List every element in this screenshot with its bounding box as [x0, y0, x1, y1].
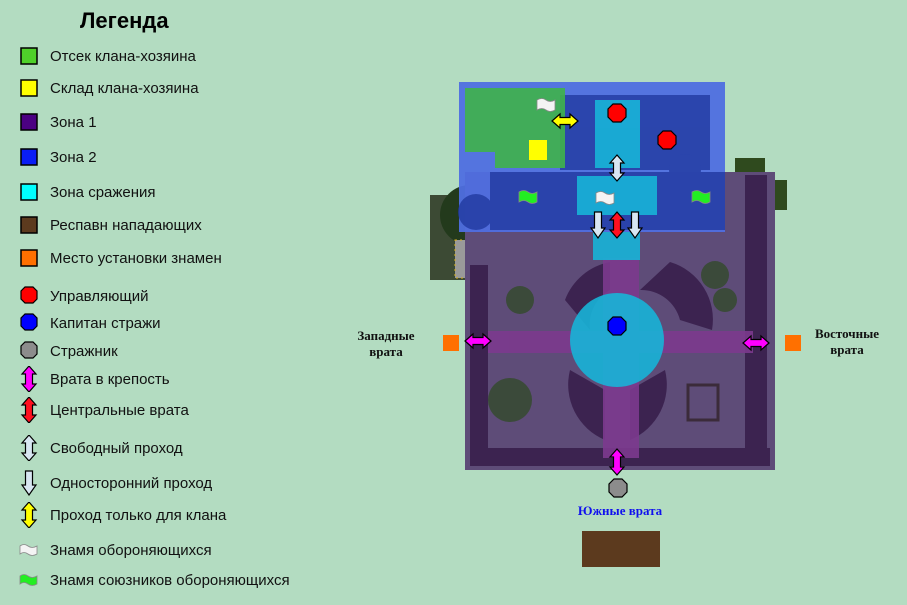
legend-square-icon — [20, 47, 38, 65]
legend-double-arrow-icon — [20, 435, 38, 461]
banner-spot-west — [443, 335, 459, 351]
legend-octagon-icon — [20, 313, 38, 331]
legend-item: Проход только для клана — [18, 502, 227, 528]
east-gate-label: Восточные врата — [814, 326, 880, 357]
legend-flag-icon — [19, 544, 38, 556]
legend-item: Односторонний проход — [18, 470, 213, 496]
guard-captain-icon — [607, 316, 627, 336]
legend-square-icon — [20, 148, 38, 166]
legend-down-arrow-icon — [20, 470, 38, 496]
guard-icon — [608, 478, 628, 498]
legend-title: Легенда — [80, 8, 169, 33]
legend-item-label: Стражник — [50, 342, 118, 360]
zone-1-details — [470, 175, 770, 466]
legend-item-label: Управляющий — [50, 287, 149, 305]
legend-item-label: Врата в крепость — [50, 370, 170, 388]
legend-item-label: Склад клана-хозяина — [50, 79, 199, 97]
legend-item: Стражник — [18, 339, 118, 363]
legend-item: Отсек клана-хозяина — [18, 44, 196, 68]
south-gate-label: Южные врата — [577, 503, 663, 518]
legend-octagon-icon — [20, 341, 38, 359]
legend-item-label: Отсек клана-хозяина — [50, 47, 196, 65]
steward-icon — [657, 130, 677, 150]
legend-item-label: Зона 2 — [50, 148, 97, 166]
legend-double-arrow-icon — [20, 502, 38, 528]
legend-item-label: Знамя союзников обороняющихся — [50, 571, 290, 589]
legend-item: Свободный проход — [18, 435, 183, 461]
legend-square-icon — [20, 216, 38, 234]
attacker-respawn — [582, 531, 660, 567]
legend-item-label: Центральные врата — [50, 401, 189, 419]
legend-double-arrow-icon — [20, 397, 38, 423]
legend-item-label: Зона 1 — [50, 113, 97, 131]
legend-square-icon — [20, 79, 38, 97]
legend-item: Зона 1 — [18, 110, 97, 134]
legend-item-label: Свободный проход — [50, 439, 183, 457]
legend-item-label: Респавн нападающих — [50, 216, 202, 234]
host-clan-warehouse — [529, 140, 547, 160]
legend-item-label: Односторонний проход — [50, 474, 213, 492]
legend-item: Управляющий — [18, 284, 149, 308]
legend-item: Склад клана-хозяина — [18, 76, 199, 100]
legend-item-label: Знамя обороняющихся — [50, 541, 212, 559]
legend-item: Респавн нападающих — [18, 213, 202, 237]
legend-item-label: Капитан стражи — [50, 314, 161, 332]
battle-zone — [570, 100, 664, 387]
legend-octagon-icon — [20, 286, 38, 304]
legend-item: Знамя обороняющихся — [18, 538, 212, 562]
legend-item: Знамя союзников обороняющихся — [18, 568, 290, 592]
legend-item-label: Зона сражения — [50, 183, 156, 201]
banner-spot-east — [785, 335, 801, 351]
legend-item-label: Место установки знамен — [50, 249, 222, 267]
legend-item: Зона сражения — [18, 180, 156, 204]
legend-square-icon — [20, 183, 38, 201]
legend-item: Зона 2 — [18, 145, 97, 169]
legend-flag-icon — [19, 574, 38, 586]
legend-square-icon — [20, 113, 38, 131]
legend-square-icon — [20, 249, 38, 267]
steward-icon — [607, 103, 627, 123]
legend-item: Место установки знамен — [18, 246, 222, 270]
legend-item: Центральные врата — [18, 397, 189, 423]
legend-item: Капитан стражи — [18, 311, 161, 335]
legend-double-arrow-icon — [20, 366, 38, 392]
legend-item-label: Проход только для клана — [50, 506, 227, 524]
west-gate-label: Западные врата — [357, 328, 415, 359]
legend-item: Врата в крепость — [18, 366, 170, 392]
